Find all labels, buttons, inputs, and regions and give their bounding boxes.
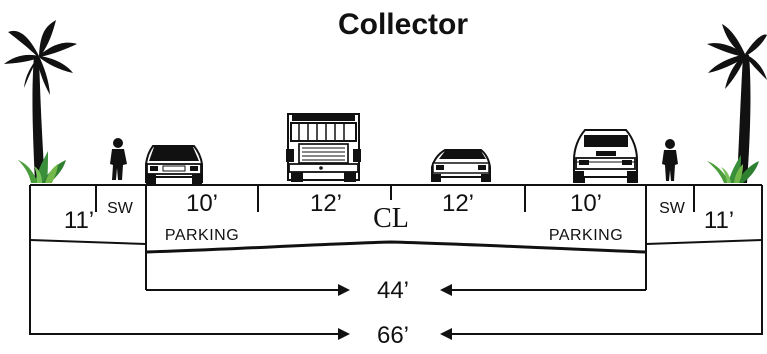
curb-to-curb-dimension: 44’ xyxy=(146,277,646,304)
right-pedestrian-icon xyxy=(662,139,678,181)
center-car-icon xyxy=(431,149,491,182)
right-parking-width: 10’ xyxy=(570,190,602,217)
left-arrow-icon xyxy=(440,284,452,296)
right-of-way-dimension-label: 66’ xyxy=(377,322,409,349)
right-shrub-icon xyxy=(707,155,759,183)
left-arrow-icon xyxy=(440,328,452,340)
left-shrub-icon xyxy=(18,151,66,183)
right-sidewalk-width: 11’ xyxy=(704,207,734,234)
left-sidewalk-code: SW xyxy=(107,200,134,217)
right-arrow-icon xyxy=(338,328,350,340)
left-sidewalk-width: 11’ xyxy=(64,207,94,234)
page-title: Collector xyxy=(338,8,468,41)
right-parking-label: PARKING xyxy=(549,227,623,244)
right-of-way-dimension: 66’ xyxy=(30,322,762,349)
left-parking-width: 10’ xyxy=(186,190,218,217)
bus-icon xyxy=(286,113,361,182)
centerline-symbol: CL xyxy=(373,203,409,234)
left-car-icon xyxy=(145,145,203,184)
left-travel-lane-width: 12’ xyxy=(310,190,342,217)
right-travel-lane-width: 12’ xyxy=(442,190,474,217)
left-pedestrian-icon xyxy=(110,138,127,180)
curb-to-curb-dimension-label: 44’ xyxy=(377,277,409,304)
right-arrow-icon xyxy=(338,284,350,296)
right-suv-icon xyxy=(573,129,638,183)
road-cross-section xyxy=(29,184,763,335)
left-palm-tree-icon xyxy=(4,20,77,183)
right-sidewalk-code: SW xyxy=(659,200,686,217)
left-parking-label: PARKING xyxy=(165,227,239,244)
right-palm-tree-icon xyxy=(707,24,767,183)
centerline-label: CL xyxy=(373,203,409,234)
